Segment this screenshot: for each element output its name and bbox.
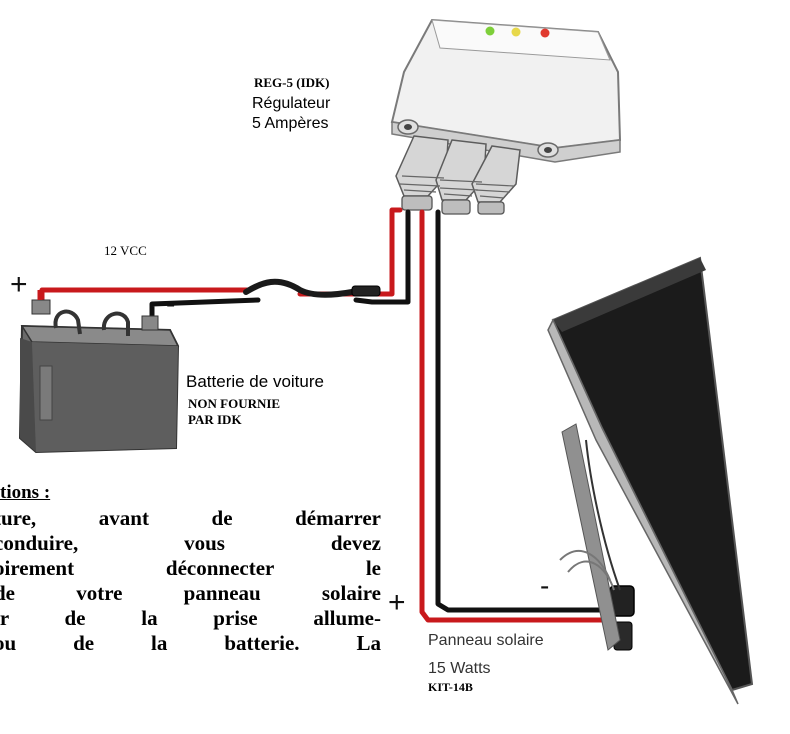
solar-panel [547,256,754,705]
panel-negative-sign: - [540,570,550,601]
battery-negative-sign: - [166,288,176,319]
led-red-icon [540,28,550,38]
solar-panel-kit-label: KIT-14B [428,680,473,694]
instructions-line: oirement déconnecter le [0,556,381,580]
led-yellow-icon [511,27,521,37]
instructions-line: ou de la batterie. La [0,631,381,655]
instructions-line: ture, avant de démarrer [0,506,381,530]
battery-not-supplied-label: NON FOURNIE [188,396,281,411]
battery-label: Batterie de voiture [186,372,324,391]
instructions-title: tions : [0,482,51,503]
instructions-line: ir de la prise allume- [0,606,381,630]
solar-panel-label: Panneau solaire [428,632,544,649]
led-green-icon [485,26,495,36]
regulator-amps-label: 5 Ampères [252,115,329,132]
regulator-type-label: Régulateur [252,95,331,112]
car-battery [18,290,180,454]
regulator-device [390,18,622,215]
instructions-line: de votre panneau solaire [0,581,381,605]
solar-panel-watts-label: 15 Watts [428,660,491,677]
instructions-line: conduire, vous devez [0,531,381,555]
panel-positive-sign: + [388,586,406,619]
battery-voltage-label: 12 VCC [104,243,147,258]
battery-by-idk-label: PAR IDK [188,412,242,427]
battery-positive-sign: + [10,268,28,301]
regulator-model-label: REG-5 (IDK) [254,75,330,90]
instructions-text: ture, avant de démarrer conduire, vous d… [0,506,381,734]
